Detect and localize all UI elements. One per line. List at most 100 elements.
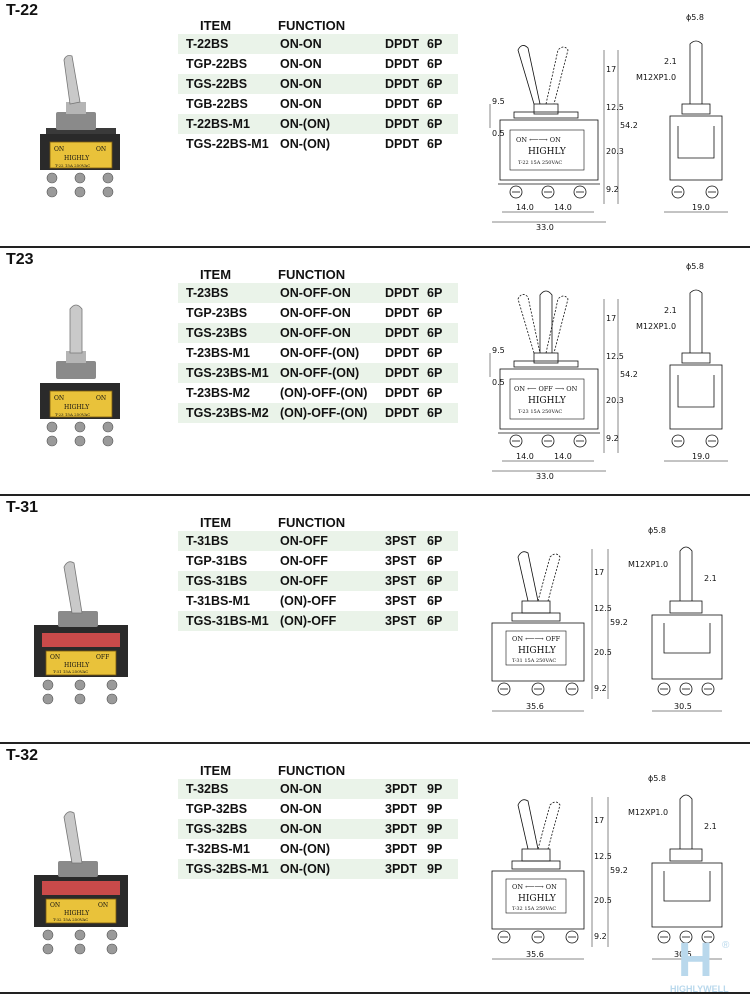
cell-item: T-23BS-M1 — [186, 346, 250, 360]
dim-30-5: 30.5 — [674, 950, 692, 959]
cell-item: T-23BS-M2 — [186, 386, 250, 400]
photo-plate-left: ON — [50, 902, 60, 909]
cell-pins: 6P — [427, 594, 443, 608]
cell-type: DPDT — [385, 326, 420, 340]
photo-brand: HIGHLY — [64, 404, 90, 411]
logo-text: HIGHLYWELL — [670, 984, 729, 994]
dim-14-a: 14.0 — [516, 203, 534, 212]
photo-plate-left: ON — [54, 146, 64, 153]
plate-brand: HIGHLY — [518, 646, 557, 656]
cell-function: ON-(ON) — [280, 842, 330, 856]
cell-function: ON-ON — [280, 802, 322, 816]
cell-function: ON-OFF-(ON) — [280, 366, 360, 380]
header-function: FUNCTION — [278, 18, 346, 33]
cell-function: ON-ON — [280, 822, 322, 836]
dim-33: 33.0 — [536, 472, 554, 481]
header-item: ITEM — [200, 515, 232, 530]
table-row: TGP-31BS ON-OFF 3PST 6P — [178, 551, 458, 571]
cell-type: 3PST — [385, 614, 417, 628]
cell-function: ON-ON — [280, 782, 322, 796]
dim-9-5: 9.5 — [492, 346, 505, 355]
photo-brand: HIGHLY — [64, 155, 90, 162]
cell-type: DPDT — [385, 346, 420, 360]
section-title: T-22 — [6, 2, 39, 19]
plate-model: T-32 15A 250VAC — [512, 906, 556, 912]
dim-9-2: 9.2 — [594, 684, 607, 693]
plate-model: T-23 15A 250VAC — [518, 409, 562, 415]
dim-12-5: 12.5 — [594, 604, 612, 613]
cell-item: TGP-31BS — [186, 554, 248, 568]
cell-pins: 6P — [427, 366, 443, 380]
dim-phi: ϕ5.8 — [648, 774, 666, 783]
dim-14-a: 14.0 — [516, 452, 534, 461]
header-item: ITEM — [200, 763, 232, 778]
header-item: ITEM — [200, 18, 232, 33]
photo-model: T-23 15A 250VAC — [55, 412, 90, 417]
dim-thread: M12XP1.0 — [636, 322, 676, 331]
cell-type: 3PDT — [385, 862, 417, 876]
cell-type: 3PST — [385, 554, 417, 568]
dim-9-2: 9.2 — [606, 434, 619, 443]
section-title: T23 — [6, 251, 34, 268]
dim-thread: M12XP1.0 — [636, 73, 676, 82]
cell-pins: 6P — [427, 286, 443, 300]
cell-pins: 6P — [427, 386, 443, 400]
dim-17: 17 — [594, 568, 604, 577]
photo-plate-right: ON — [96, 146, 106, 153]
cell-item: TGP-22BS — [186, 57, 248, 71]
cell-function: ON-ON — [280, 37, 322, 51]
cell-pins: 6P — [427, 57, 443, 71]
cell-function: ON-OFF — [280, 554, 328, 568]
cell-item: TGS-31BS — [186, 574, 248, 588]
photo-plate-right: ON — [98, 902, 108, 909]
cell-type: 3PDT — [385, 782, 417, 796]
dim-59-2: 59.2 — [610, 618, 628, 627]
dim-20-5: 20.5 — [594, 896, 612, 905]
dim-12-5: 12.5 — [606, 352, 624, 361]
header-function: FUNCTION — [278, 763, 346, 778]
cell-item: TGP-32BS — [186, 802, 248, 816]
cell-pins: 6P — [427, 406, 443, 420]
dim-12-5: 12.5 — [594, 852, 612, 861]
cell-function: ON-OFF-ON — [280, 326, 351, 340]
cell-pins: 9P — [427, 842, 443, 856]
cell-type: DPDT — [385, 57, 420, 71]
dimension-drawing: ON ⟵⟶ OFF HIGHLY T-31 15A 250VAC 17 12.5… — [491, 526, 723, 712]
switch-photo: ON OFF HIGHLY T-31 15A 250VAC — [34, 561, 128, 705]
cell-type: 3PDT — [385, 822, 417, 836]
dim-19: 19.0 — [692, 452, 710, 461]
cell-function: ON-ON — [280, 97, 322, 111]
cell-pins: 6P — [427, 614, 443, 628]
photo-brand: HIGHLY — [64, 910, 90, 917]
table-header: ITEM FUNCTION — [178, 14, 458, 34]
cell-type: 3PST — [385, 534, 417, 548]
dim-2-1: 2.1 — [704, 822, 717, 831]
dim-30-5: 30.5 — [674, 702, 692, 711]
cell-pins: 6P — [427, 554, 443, 568]
cell-function: ON-OFF-ON — [280, 306, 351, 320]
cell-pins: 6P — [427, 306, 443, 320]
dim-phi: ϕ5.8 — [686, 262, 704, 271]
cell-type: 3PDT — [385, 842, 417, 856]
dim-19: 19.0 — [692, 203, 710, 212]
photo-model: T-32 15A 250VAC — [53, 917, 88, 922]
plate-top: ON ⟵⟶ ON — [516, 136, 561, 144]
cell-item: TGS-32BS — [186, 822, 248, 836]
dim-20-3: 20.3 — [606, 147, 624, 156]
cell-type: DPDT — [385, 306, 420, 320]
cell-item: T-23BS — [186, 286, 229, 300]
switch-photo: ON ON HIGHLY T-32 15A 250VAC — [34, 811, 128, 955]
dim-2-1: 2.1 — [664, 57, 677, 66]
highlywell-logo: H ® HIGHLYWELL — [670, 934, 730, 994]
dim-phi: ϕ5.8 — [686, 13, 704, 22]
cell-pins: 6P — [427, 137, 443, 151]
header-item: ITEM — [200, 267, 232, 282]
section-t23: T23 ON ON HIGHLY T-23 15A 250VAC ITEM FU… — [0, 249, 750, 497]
